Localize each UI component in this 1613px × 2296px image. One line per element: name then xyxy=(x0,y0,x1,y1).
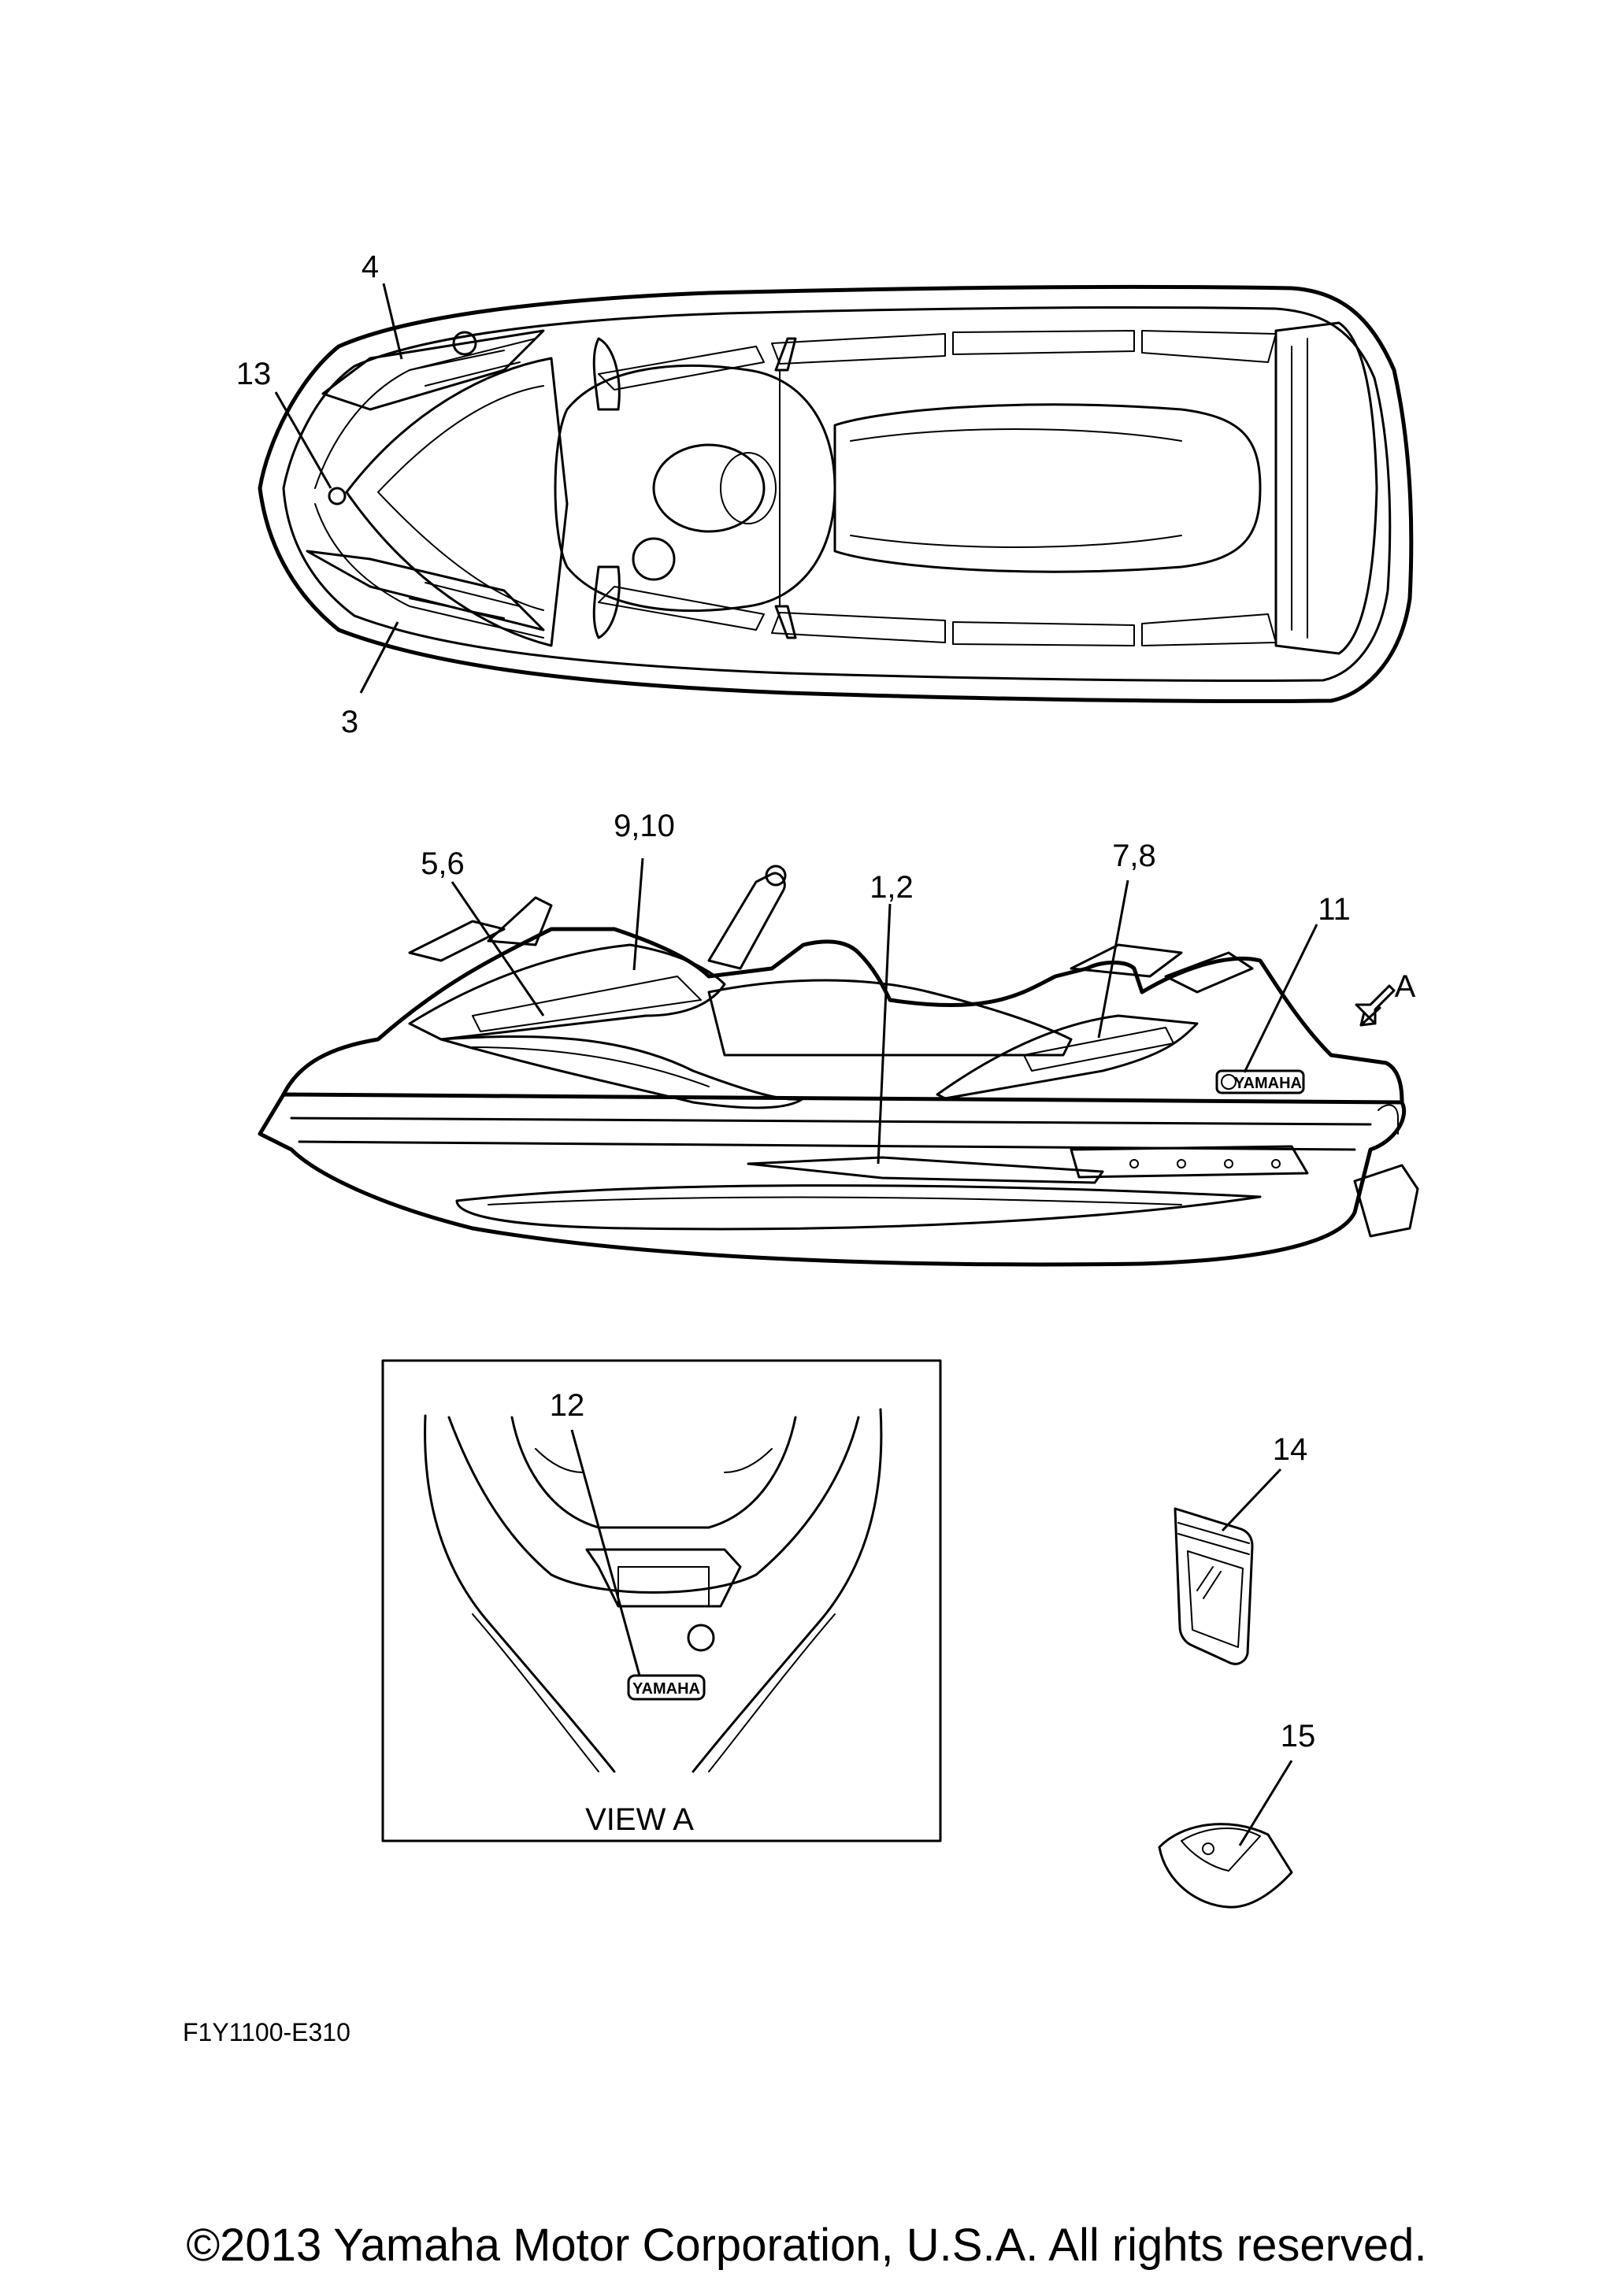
view-a-yamaha-logo: YAMAHA xyxy=(632,1680,700,1698)
leader-14 xyxy=(1221,1468,1282,1532)
leader-11 xyxy=(1243,924,1318,1073)
diagram-code: F1Y1100-E310 xyxy=(183,2018,350,2046)
leader-4 xyxy=(382,283,403,360)
callout-5-6: 5,6 xyxy=(421,846,465,881)
view-a-arrow xyxy=(1355,984,1396,1027)
callout-9-10: 9,10 xyxy=(614,809,675,843)
leader-3 xyxy=(359,621,399,694)
callout-12: 12 xyxy=(550,1388,585,1423)
callout-14: 14 xyxy=(1273,1432,1308,1467)
leader-13 xyxy=(274,391,332,489)
callout-15: 15 xyxy=(1281,1719,1316,1753)
leader-12 xyxy=(570,1429,641,1676)
top-view-callouts: 4 13 3 xyxy=(236,250,403,739)
leader-1-2 xyxy=(877,903,892,1165)
part-15-case: 15 xyxy=(1158,1719,1316,1909)
top-view-watercraft xyxy=(258,284,1414,704)
part-14-document-pouch: 14 xyxy=(1174,1432,1308,1665)
callout-3: 3 xyxy=(341,705,358,739)
side-yamaha-logo: YAMAHA xyxy=(1234,1075,1302,1092)
callout-4: 4 xyxy=(362,250,379,284)
side-view-callouts: 9,10 5,6 1,2 7,8 11 A xyxy=(421,809,1416,1165)
leader-9-10 xyxy=(632,857,644,971)
callout-13: 13 xyxy=(236,357,272,391)
leader-5-6 xyxy=(451,881,545,1017)
callout-A: A xyxy=(1395,969,1416,1004)
copyright-notice: ©2013 Yamaha Motor Corporation, U.S.A. A… xyxy=(186,2220,1427,2271)
view-a-panel: YAMAHA 12 VIEW A xyxy=(381,1359,942,1842)
callout-11: 11 xyxy=(1318,892,1351,927)
side-view-watercraft: YAMAHA xyxy=(258,865,1419,1267)
leader-7-8 xyxy=(1097,880,1129,1039)
leader-15 xyxy=(1238,1760,1293,1846)
view-a-label: VIEW A xyxy=(585,1802,694,1837)
view-a-frame xyxy=(381,1359,942,1842)
callout-7-8: 7,8 xyxy=(1112,839,1156,873)
callout-1-2: 1,2 xyxy=(870,870,914,905)
